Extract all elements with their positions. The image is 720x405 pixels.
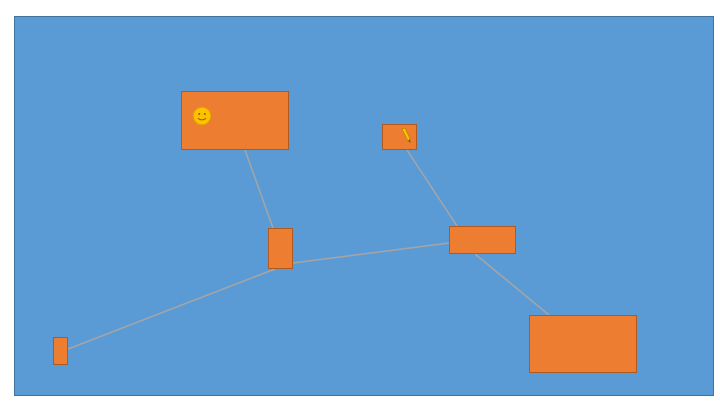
node-box-5[interactable] bbox=[529, 315, 637, 373]
node-box-2[interactable] bbox=[382, 124, 417, 150]
node-box-6[interactable] bbox=[53, 337, 68, 365]
connectors-layer bbox=[67, 149, 550, 350]
node-box-1[interactable] bbox=[181, 91, 289, 150]
connector-n3-n4 bbox=[292, 242, 450, 264]
connector-n6-n3 bbox=[67, 268, 276, 350]
node-box-3[interactable] bbox=[268, 228, 293, 269]
connector-n1-n3 bbox=[244, 149, 274, 229]
connector-n4-n5 bbox=[474, 253, 550, 316]
pencil-icon bbox=[401, 128, 411, 143]
node-box-4[interactable] bbox=[449, 226, 516, 254]
connector-n2-n4 bbox=[406, 149, 458, 227]
diagram-canvas bbox=[14, 16, 714, 396]
smiley-face-icon bbox=[192, 106, 212, 126]
